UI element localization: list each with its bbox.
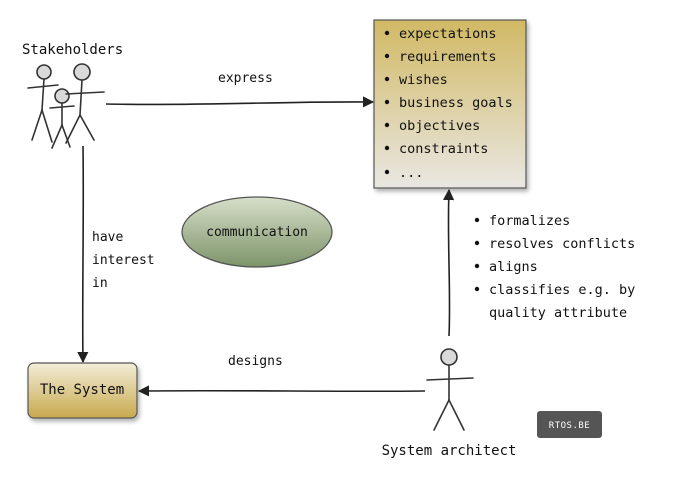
- formalizes-arrow: [443, 188, 455, 337]
- requirement-item: constraints: [399, 141, 488, 157]
- requirements-box: expectations requirements wishes busines…: [373, 19, 527, 189]
- watermark-label: RTOS.BE: [549, 421, 590, 431]
- express-label: express: [218, 71, 273, 86]
- system-box: The System: [27, 362, 138, 419]
- requirements-list: expectations requirements wishes busines…: [384, 26, 513, 181]
- architect-label: System architect: [382, 443, 517, 459]
- communication-ellipse: [181, 196, 333, 268]
- stakeholders-figures: [27, 63, 105, 149]
- interest-label-line2: interest: [92, 253, 155, 268]
- architect-tasks-list: formalizes resolves conflicts aligns cla…: [474, 213, 635, 321]
- architect-figure: [426, 348, 474, 431]
- express-arrow: [105, 96, 375, 108]
- interest-label-line1: have: [92, 230, 123, 245]
- interest-arrow: [77, 145, 89, 364]
- designs-arrow: [137, 385, 426, 397]
- task-item: aligns: [489, 259, 538, 275]
- communication-label: communication: [206, 225, 308, 240]
- requirement-item: business goals: [399, 95, 513, 111]
- requirement-item: ...: [399, 165, 423, 181]
- system-label: The System: [40, 382, 124, 398]
- task-item: classifies e.g. by: [489, 282, 635, 298]
- requirement-item: expectations: [399, 26, 497, 42]
- task-item-continued: quality attribute: [489, 305, 627, 321]
- requirement-item: objectives: [399, 118, 480, 134]
- interest-label-line3: in: [92, 276, 108, 291]
- stakeholders-label: Stakeholders: [22, 42, 123, 58]
- designs-label: designs: [228, 354, 283, 369]
- task-item: formalizes: [489, 213, 570, 229]
- requirement-item: wishes: [399, 72, 448, 88]
- watermark-badge: RTOS.BE: [537, 411, 602, 438]
- requirement-item: requirements: [399, 49, 497, 65]
- task-item: resolves conflicts: [489, 236, 635, 252]
